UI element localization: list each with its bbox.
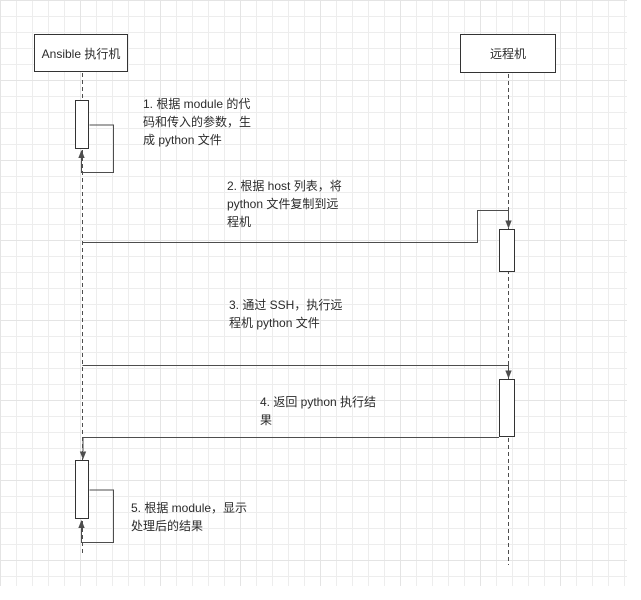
message-label-2: 2. 根据 host 列表，将 python 文件复制到远 程机: [227, 179, 342, 229]
activation-bar-ansible-1: [75, 100, 89, 149]
message-label-1: 1. 根据 module 的代 码和传入的参数，生 成 python 文件: [143, 97, 252, 147]
activation-bar-remote-2: [499, 379, 515, 437]
actor-label-ansible: Ansible 执行机: [41, 46, 121, 61]
actor-label-remote: 远程机: [489, 47, 526, 61]
grid-background: [0, 0, 627, 586]
arrowhead-message-4: [79, 451, 87, 460]
activation-bar-remote-1: [499, 229, 515, 272]
arrowhead-message-3: [505, 370, 512, 379]
arrowhead-message-2: [505, 220, 512, 229]
message-line-1: [81, 124, 114, 173]
message-line-5: [81, 489, 114, 543]
actor-box-ansible: Ansible 执行机: [34, 34, 128, 72]
arrowhead-message-5: [78, 520, 85, 528]
message-line-3: [82, 365, 509, 371]
message-label-5: 5. 根据 module，显示 处理后的结果: [131, 501, 248, 533]
actor-box-remote: 远程机: [460, 34, 556, 73]
message-line-2: [82, 210, 509, 243]
activation-bar-ansible-2: [75, 460, 89, 519]
message-label-4: 4. 返回 python 执行结 果: [260, 395, 377, 427]
arrowhead-message-1: [78, 150, 85, 158]
message-line-4: [82, 437, 499, 451]
message-label-3: 3. 通过 SSH，执行远 程机 python 文件: [229, 298, 343, 330]
